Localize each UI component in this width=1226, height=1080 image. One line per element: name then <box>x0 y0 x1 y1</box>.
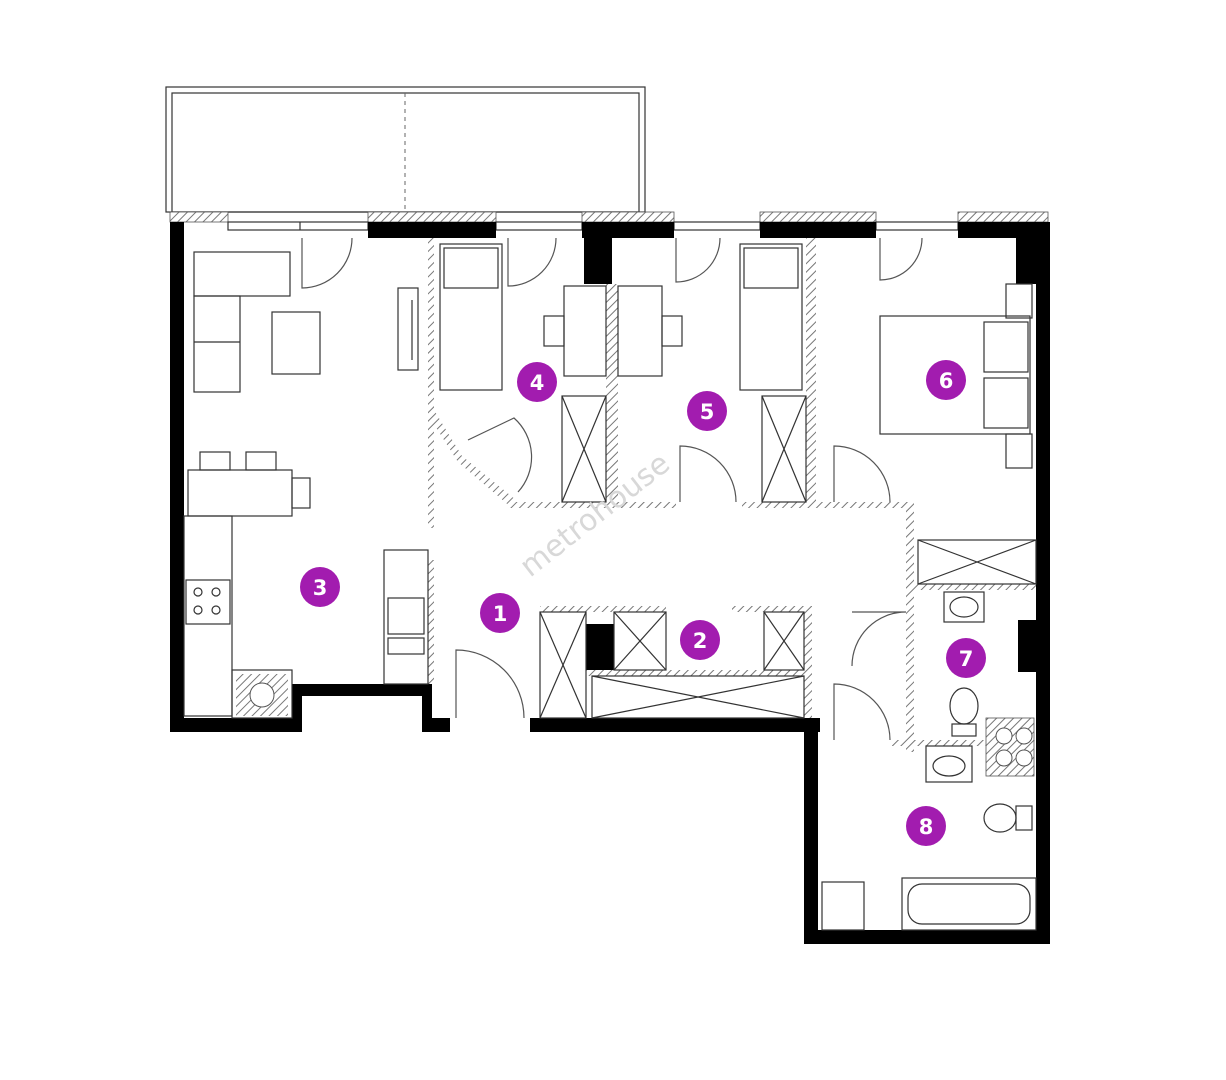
room-6-furniture <box>879 283 1033 469</box>
doors <box>301 237 923 741</box>
wardrobes <box>539 395 1037 719</box>
room-label-1: 1 <box>480 593 520 633</box>
room-label-2: 2 <box>680 620 720 660</box>
svg-text:2: 2 <box>693 629 708 653</box>
svg-text:5: 5 <box>700 400 715 424</box>
svg-text:7: 7 <box>959 647 974 671</box>
bathroom-7-fixtures <box>943 591 1035 777</box>
room-label-6: 6 <box>926 360 966 400</box>
svg-text:3: 3 <box>313 576 328 600</box>
svg-text:4: 4 <box>530 371 545 395</box>
room-label-3: 3 <box>300 567 340 607</box>
outer-walls <box>170 222 1050 944</box>
balcony <box>165 86 646 213</box>
living-furniture <box>183 251 429 719</box>
facade-insulation <box>169 211 1049 223</box>
room-5-furniture <box>617 243 803 391</box>
svg-text:8: 8 <box>919 815 934 839</box>
interior-walls <box>428 238 1036 752</box>
room-label-7: 7 <box>946 638 986 678</box>
svg-text:1: 1 <box>493 602 508 626</box>
svg-text:6: 6 <box>939 369 954 393</box>
room-label-4: 4 <box>517 362 557 402</box>
watermark-text: metrohouse <box>513 446 676 584</box>
room-4-furniture <box>439 243 607 391</box>
bathroom-8-fixtures <box>821 745 1037 931</box>
room-label-5: 5 <box>687 391 727 431</box>
room-labels: 1 2 3 4 5 6 7 8 <box>300 360 986 846</box>
room-label-8: 8 <box>906 806 946 846</box>
